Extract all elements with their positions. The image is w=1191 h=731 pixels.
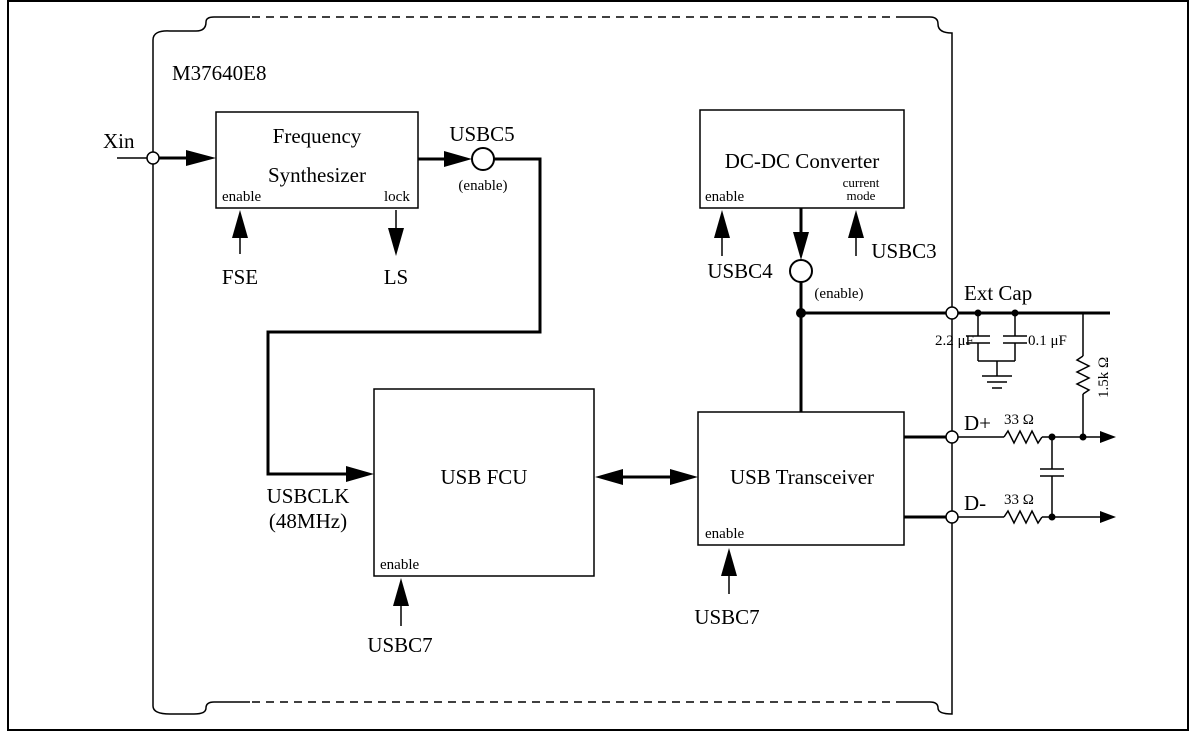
arrow-head bbox=[232, 210, 248, 238]
usb-fcu-title: USB FCU bbox=[441, 465, 528, 489]
res-1-5k-label: 1.5k Ω bbox=[1096, 357, 1112, 398]
res-33-dp-label: 33 Ω bbox=[1004, 412, 1034, 428]
freq-synth-lock-label: lock bbox=[384, 189, 410, 205]
arrow-head bbox=[1100, 511, 1116, 523]
freq-synth-title-2: Synthesizer bbox=[268, 163, 366, 187]
usbc3-label: USBC3 bbox=[871, 239, 936, 263]
usbc4-label: USBC4 bbox=[707, 259, 773, 283]
chip-name: M37640E8 bbox=[172, 61, 267, 85]
fse-label: FSE bbox=[222, 265, 258, 289]
usb-transceiver-block bbox=[697, 411, 905, 546]
freq-synth-enable-label: enable bbox=[222, 189, 261, 205]
freq-synth-title-1: Frequency bbox=[273, 124, 362, 148]
usb-fcu-block bbox=[373, 388, 595, 577]
arrow-head bbox=[793, 232, 809, 260]
chip-outline bbox=[152, 16, 953, 715]
usb-transceiver-title: USB Transceiver bbox=[730, 465, 874, 489]
outer-frame bbox=[7, 0, 1189, 731]
capacitor-0-1uf bbox=[1003, 313, 1027, 361]
cap-2-2uf-label: 2.2 μF bbox=[935, 333, 974, 349]
ground-symbol bbox=[982, 375, 1012, 389]
usbc4-switch bbox=[789, 259, 813, 283]
usb-fcu-enable-label: enable bbox=[380, 557, 419, 573]
dcdc-title: DC-DC Converter bbox=[725, 149, 880, 173]
frequency-synthesizer-block bbox=[215, 111, 419, 209]
usbc5-enable-label: (enable) bbox=[458, 178, 507, 194]
usbclk-label-2: (48MHz) bbox=[269, 509, 347, 533]
arrow-head bbox=[714, 210, 730, 238]
usbclk-label-1: USBCLK bbox=[267, 484, 350, 508]
capacitor-2-2uf bbox=[966, 313, 990, 361]
arrow-head bbox=[393, 578, 409, 606]
usbc7-fcu-label: USBC7 bbox=[367, 633, 432, 657]
ls-label: LS bbox=[384, 265, 409, 289]
xin-pin bbox=[146, 151, 160, 165]
d-minus-label: D- bbox=[964, 491, 986, 515]
resistor-1-5k bbox=[1075, 313, 1091, 437]
arrow-head bbox=[670, 469, 698, 485]
arrow-head bbox=[186, 150, 216, 166]
arrow-head bbox=[346, 466, 374, 482]
d-plus-pin bbox=[945, 430, 959, 444]
usbc5-label: USBC5 bbox=[449, 122, 514, 146]
res-33-dm-label: 33 Ω bbox=[1004, 492, 1034, 508]
dcdc-enable-label: enable bbox=[705, 189, 744, 205]
capacitor-dplus-dminus bbox=[1040, 437, 1064, 517]
usb-transceiver-enable-label: enable bbox=[705, 526, 744, 542]
resistor-33-dm bbox=[1003, 509, 1043, 525]
usbc4-enable-label: (enable) bbox=[814, 286, 863, 302]
xin-label: Xin bbox=[103, 129, 135, 153]
ext-cap-pin bbox=[945, 306, 959, 320]
dcdc-current-label: current bbox=[843, 175, 880, 190]
dcdc-converter-block bbox=[699, 109, 905, 209]
arrow-head bbox=[444, 151, 472, 167]
arrow-head bbox=[595, 469, 623, 485]
dcdc-mode-label: mode bbox=[847, 188, 876, 203]
resistor-33-dp bbox=[1003, 429, 1043, 445]
arrow-head bbox=[388, 228, 404, 256]
usbc7-trx-label: USBC7 bbox=[694, 605, 759, 629]
usbc5-switch bbox=[471, 147, 495, 171]
arrow-head bbox=[1100, 431, 1116, 443]
cap-0-1uf-label: 0.1 μF bbox=[1028, 333, 1067, 349]
arrow-head bbox=[721, 548, 737, 576]
d-plus-label: D+ bbox=[964, 411, 991, 435]
d-minus-pin bbox=[945, 510, 959, 524]
ext-cap-label: Ext Cap bbox=[964, 281, 1032, 305]
arrow-head bbox=[848, 210, 864, 238]
